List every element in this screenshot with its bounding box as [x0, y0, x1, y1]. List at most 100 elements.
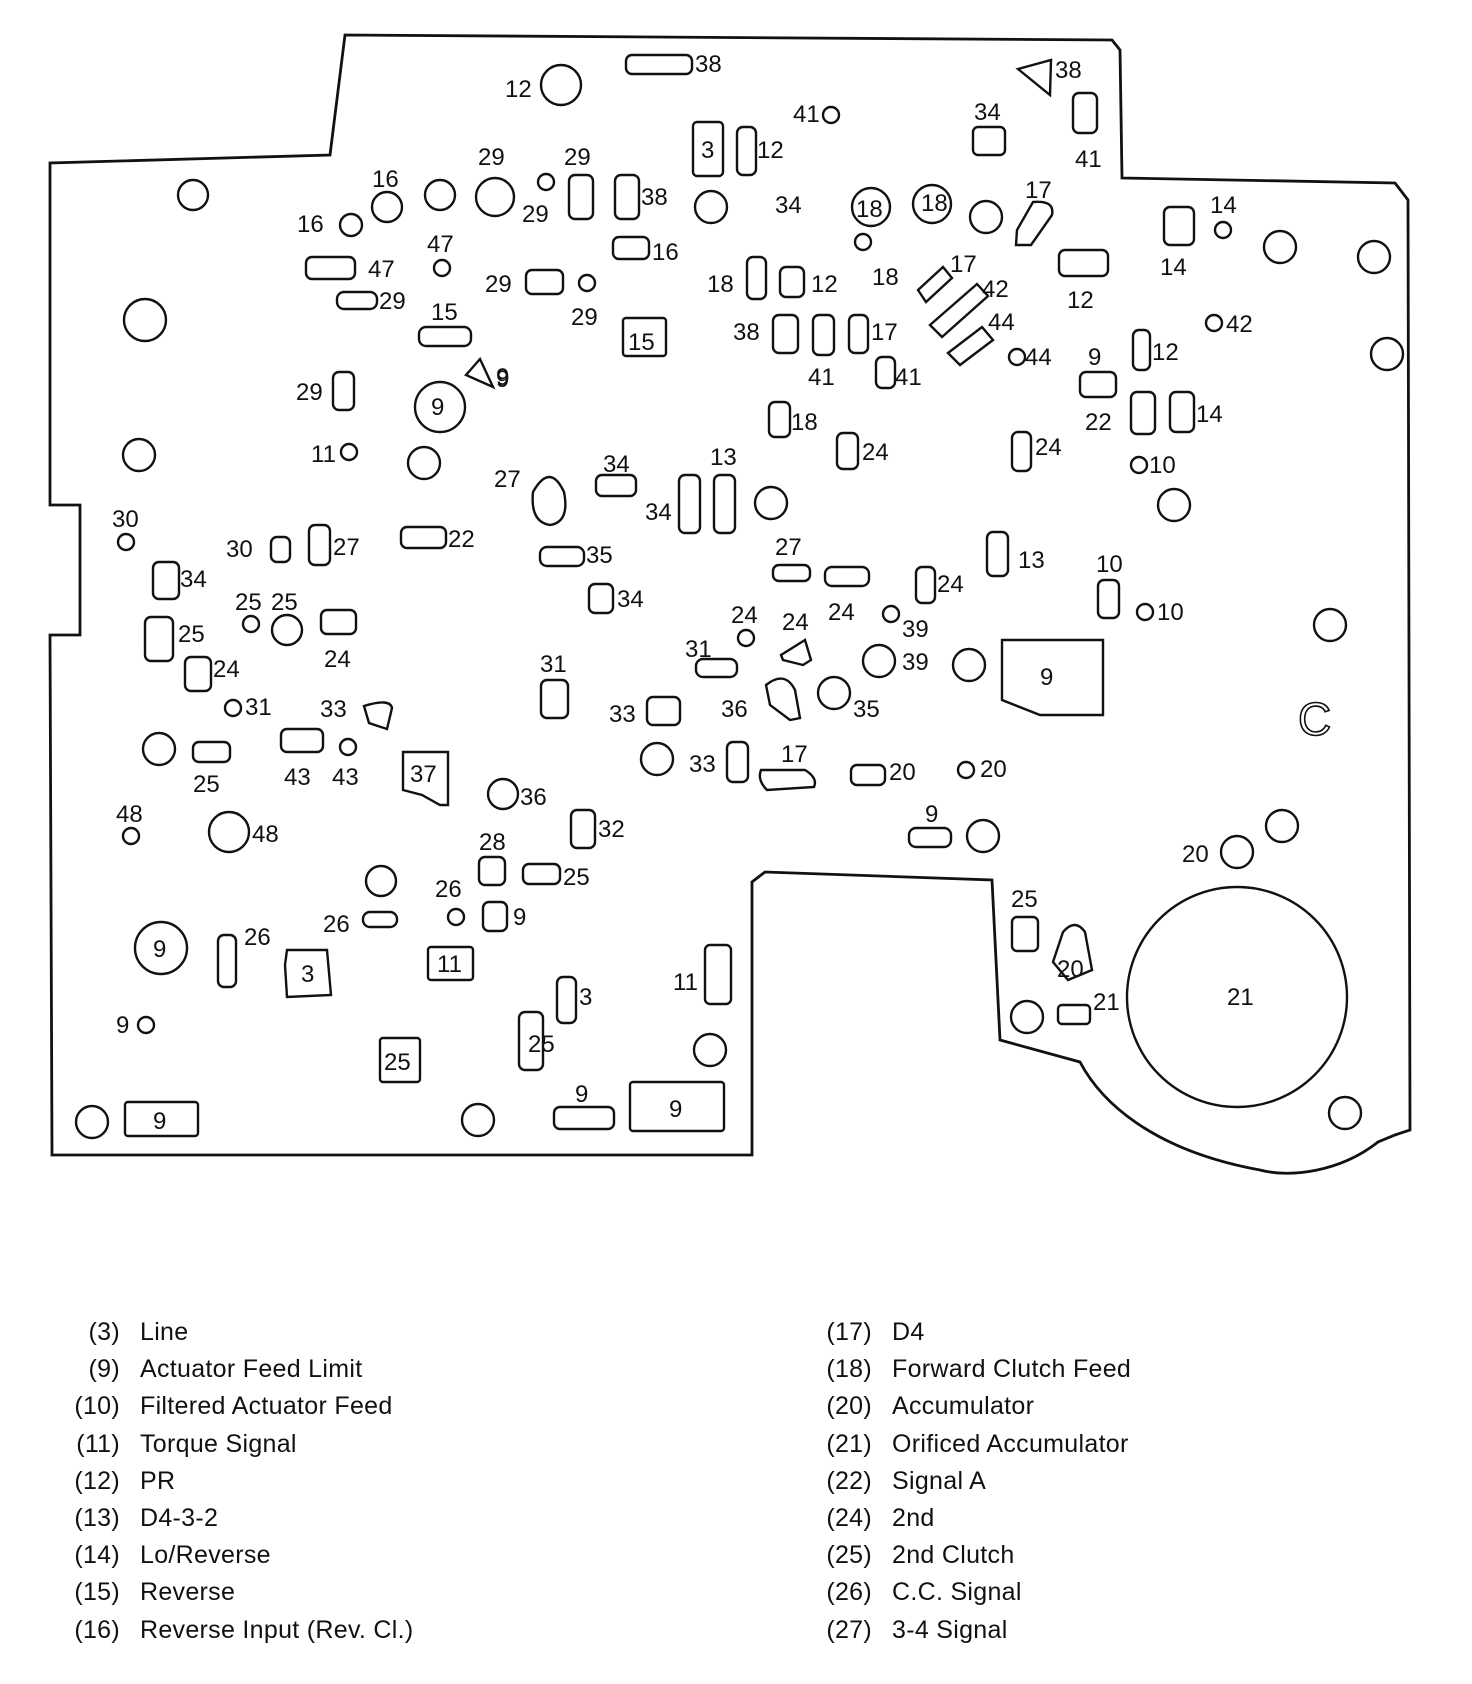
passage-labels: 12 38 38 41 34 41 3 12 16 29 29 29 38 34… [112, 51, 1254, 1135]
passage-label: 9 [431, 394, 444, 421]
legend-number: (20) [826, 1392, 872, 1421]
passage-label: 33 [689, 751, 716, 778]
passage-label: 36 [721, 696, 748, 723]
passage-label: 32 [598, 816, 625, 843]
legend-number: (27) [826, 1615, 872, 1644]
passage-label: 21 [1093, 989, 1120, 1016]
passage-label: 12 [811, 271, 838, 298]
passage-label: 37 [410, 761, 437, 788]
passage-label: 20 [1057, 956, 1084, 983]
legend-label: 2nd Clutch [892, 1541, 1015, 1570]
passage-label: 41 [895, 364, 922, 391]
legend-label: Forward Clutch Feed [892, 1355, 1132, 1384]
passage-label: 18 [872, 264, 899, 291]
passage-label: 27 [775, 534, 802, 561]
passage-label: 9 [669, 1096, 682, 1123]
passage-label: 9 [1040, 664, 1053, 691]
passage-label: 14 [1196, 401, 1223, 428]
legend-number: (11) [76, 1429, 120, 1458]
passage-label: 9 [153, 936, 166, 963]
passage-label: 25 [1011, 886, 1038, 913]
legend-number: (14) [74, 1541, 120, 1570]
passage-label: 26 [323, 911, 350, 938]
passage-label: 17 [1025, 177, 1052, 204]
passage-label: 47 [427, 231, 454, 258]
legend-number: (10) [74, 1392, 120, 1421]
passage-label: 14 [1210, 192, 1237, 219]
passage-label: 24 [731, 602, 758, 629]
passage-label: 24 [324, 646, 351, 673]
passage-label: 38 [695, 51, 722, 78]
legend-number: (26) [826, 1578, 872, 1607]
passage-label: 20 [1182, 841, 1209, 868]
passage-label: 25 [193, 771, 220, 798]
legend-label: Signal A [892, 1466, 987, 1495]
passage-label: 22 [448, 526, 475, 553]
passage-label: 17 [871, 319, 898, 346]
legend-number: (3) [88, 1318, 120, 1346]
passage-label: 25 [528, 1031, 555, 1058]
passage-label: 16 [372, 166, 399, 193]
passage-label: 18 [707, 271, 734, 298]
passage-label: 48 [116, 801, 143, 828]
legend-number: (25) [826, 1541, 872, 1570]
passage-label: 29 [478, 144, 505, 171]
legend-label: D4-3-2 [140, 1503, 219, 1532]
passage-label: 20 [889, 759, 916, 786]
passage-label: 3 [701, 137, 714, 164]
passage-label: 44 [988, 309, 1015, 336]
passage-label: 34 [645, 499, 672, 526]
passage-label: 36 [520, 784, 547, 811]
legend-number: (12) [74, 1466, 120, 1495]
passage-label: 24 [862, 439, 889, 466]
legend-number: (15) [74, 1578, 120, 1607]
passage-label: 9 [496, 366, 509, 393]
passage-label: 34 [974, 99, 1001, 126]
passage-label: 9 [513, 904, 526, 931]
passage-label: 12 [1067, 287, 1094, 314]
passage-label: 34 [180, 566, 207, 593]
passage-label: 9 [925, 801, 938, 828]
passage-label: 9 [496, 364, 509, 391]
passage-label: 48 [252, 821, 279, 848]
passage-label: 35 [853, 696, 880, 723]
passage-label: 11 [437, 951, 462, 978]
passage-label: 39 [902, 616, 929, 643]
passage-label: 12 [505, 76, 532, 103]
passage-label: 28 [479, 829, 506, 856]
passage-label: 33 [609, 701, 636, 728]
passage-label: 29 [522, 201, 549, 228]
passage-label: 27 [333, 534, 360, 561]
passage-label: 26 [244, 924, 271, 951]
legend-label: 3-4 Signal [892, 1615, 1008, 1644]
legend-label: PR [140, 1466, 176, 1495]
passage-label: 34 [617, 586, 644, 613]
passage-label: 12 [1152, 339, 1179, 366]
legend-label: Lo/Reverse [140, 1541, 271, 1570]
passage-label: 38 [641, 184, 668, 211]
passage-label: 42 [1226, 311, 1253, 338]
passage-label: 10 [1096, 551, 1123, 578]
passage-label: 47 [368, 256, 395, 283]
legend-label: D4 [892, 1318, 925, 1346]
passage-label: 25 [235, 589, 262, 616]
legend-number: (16) [74, 1615, 120, 1644]
passage-label: 33 [320, 696, 347, 723]
passage-label: 20 [980, 756, 1007, 783]
passage-label: 29 [296, 379, 323, 406]
passage-label: 10 [1157, 599, 1184, 626]
passage-label: 31 [685, 636, 712, 663]
passage-label: 34 [775, 192, 802, 219]
passage-label: 30 [226, 536, 253, 563]
valve-body-diagram: C 12 38 38 41 34 41 3 12 16 29 29 29 38 … [48, 33, 1412, 1175]
passage-label: 9 [153, 1108, 166, 1135]
plate-outline [48, 33, 1412, 1175]
passage-label: 13 [710, 444, 737, 471]
legend-number: (22) [826, 1466, 872, 1495]
passage-label: 17 [950, 251, 977, 278]
legend-label: Reverse Input (Rev. Cl.) [140, 1615, 414, 1644]
passage-label: 18 [921, 190, 948, 217]
passage-label: 30 [112, 506, 139, 533]
passage-label: 31 [245, 694, 272, 721]
passage-label: 44 [1025, 344, 1052, 371]
